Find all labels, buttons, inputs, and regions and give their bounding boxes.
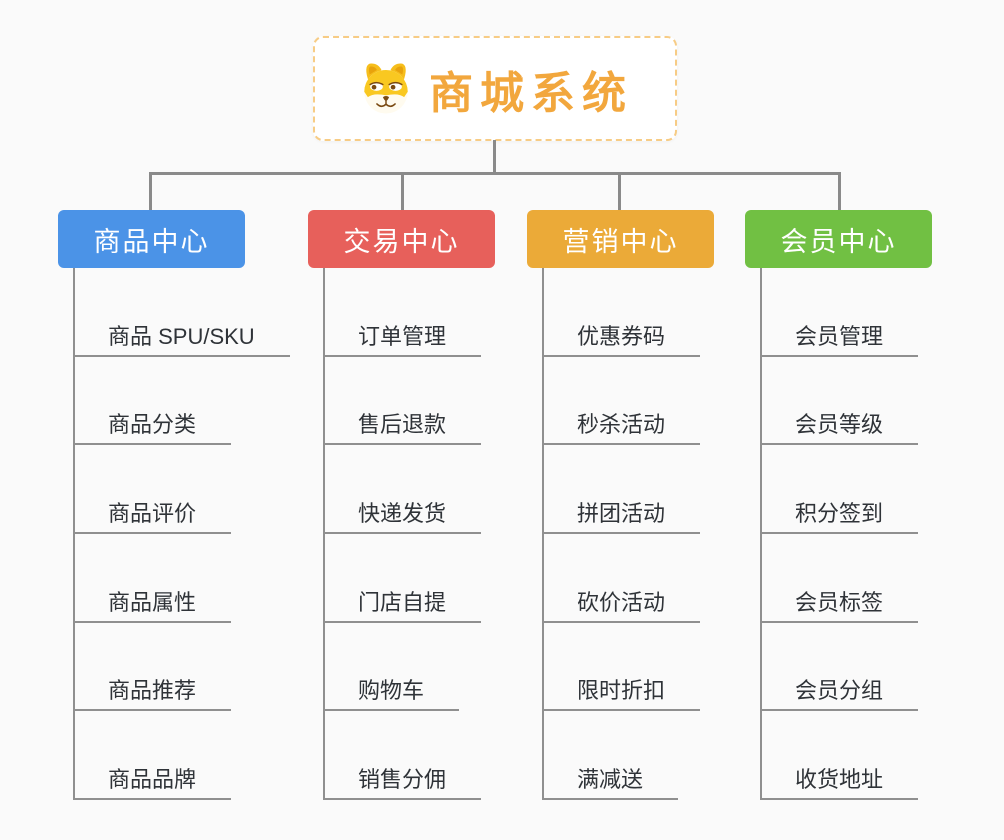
child-label: 商品品牌 [108, 766, 197, 792]
child-node[interactable]: 会员管理 [762, 268, 919, 357]
branch-node-product-center[interactable]: 商品中心 [58, 210, 245, 268]
connector-drop-3 [618, 172, 621, 210]
child-node[interactable]: 拼团活动 [544, 445, 701, 534]
child-node[interactable]: 购物车 [325, 623, 460, 712]
child-label: 商品分类 [108, 412, 197, 438]
child-node[interactable]: 商品推荐 [75, 623, 232, 712]
child-label: 限时折扣 [577, 678, 666, 704]
child-node[interactable]: 商品品牌 [75, 711, 232, 800]
branch-label: 会员中心 [780, 226, 897, 257]
child-label: 会员标签 [795, 589, 884, 615]
child-label: 优惠券码 [577, 323, 666, 349]
child-node[interactable]: 商品属性 [75, 534, 232, 623]
child-label: 订单管理 [358, 323, 447, 349]
child-node[interactable]: 订单管理 [325, 268, 482, 357]
branch-label: 商品中心 [93, 226, 210, 257]
branch-children: 订单管理售后退款快递发货门店自提购物车销售分佣 [323, 268, 482, 800]
child-label: 收货地址 [795, 766, 884, 792]
child-node[interactable]: 积分签到 [762, 445, 919, 534]
connector-drop-4 [838, 172, 841, 210]
connector-root-stem [493, 140, 496, 173]
child-node[interactable]: 满减送 [544, 711, 679, 800]
branch-children: 优惠券码秒杀活动拼团活动砍价活动限时折扣满减送 [542, 268, 701, 800]
child-label: 商品评价 [108, 500, 197, 526]
child-label: 会员等级 [795, 412, 884, 438]
child-label: 商品属性 [108, 589, 197, 615]
branch-trade-center: 交易中心订单管理售后退款快递发货门店自提购物车销售分佣 [308, 210, 508, 800]
child-node[interactable]: 销售分佣 [325, 711, 482, 800]
child-node[interactable]: 收货地址 [762, 711, 919, 800]
child-label: 积分签到 [795, 500, 884, 526]
branch-member-center: 会员中心会员管理会员等级积分签到会员标签会员分组收货地址 [745, 210, 945, 800]
child-label: 砍价活动 [577, 589, 666, 615]
dog-face-icon [364, 63, 408, 113]
child-label: 快递发货 [358, 500, 447, 526]
branch-children: 会员管理会员等级积分签到会员标签会员分组收货地址 [760, 268, 919, 800]
branch-label: 交易中心 [343, 226, 460, 257]
branch-children: 商品 SPU/SKU 商品分类商品评价商品属性商品推荐商品品牌 [73, 268, 290, 800]
child-label: 售后退款 [358, 412, 447, 438]
child-node[interactable]: 会员等级 [762, 357, 919, 446]
root-node[interactable]: 商城系统 [313, 36, 677, 141]
branch-product-center: 商品中心商品 SPU/SKU 商品分类商品评价商品属性商品推荐商品品牌 [58, 210, 290, 800]
branch-node-trade-center[interactable]: 交易中心 [308, 210, 495, 268]
child-label: 销售分佣 [358, 766, 447, 792]
child-label: 秒杀活动 [577, 412, 666, 438]
connector-horizontal [149, 172, 841, 175]
child-label: 商品推荐 [108, 678, 197, 704]
child-label: 满减送 [577, 766, 644, 792]
child-node[interactable]: 商品 SPU/SKU [75, 268, 290, 357]
child-node[interactable]: 商品分类 [75, 357, 232, 446]
branch-node-member-center[interactable]: 会员中心 [745, 210, 932, 268]
child-label: 购物车 [358, 678, 425, 704]
branch-label: 营销中心 [562, 226, 679, 257]
child-node[interactable]: 商品评价 [75, 445, 232, 534]
branch-marketing-center: 营销中心优惠券码秒杀活动拼团活动砍价活动限时折扣满减送 [527, 210, 727, 800]
branch-node-marketing-center[interactable]: 营销中心 [527, 210, 714, 268]
child-label: 门店自提 [358, 589, 447, 615]
child-node[interactable]: 会员标签 [762, 534, 919, 623]
connector-drop-2 [401, 172, 404, 210]
child-node[interactable]: 限时折扣 [544, 623, 701, 712]
child-label: 拼团活动 [577, 500, 666, 526]
child-node[interactable]: 砍价活动 [544, 534, 701, 623]
child-node[interactable]: 门店自提 [325, 534, 482, 623]
child-node[interactable]: 售后退款 [325, 357, 482, 446]
child-node[interactable]: 会员分组 [762, 623, 919, 712]
child-node[interactable]: 优惠券码 [544, 268, 701, 357]
root-title: 商城系统 [429, 68, 633, 118]
connector-drop-1 [149, 172, 152, 210]
child-node[interactable]: 快递发货 [325, 445, 482, 534]
child-label: 会员分组 [795, 678, 884, 704]
child-label: 会员管理 [795, 323, 884, 349]
child-node[interactable]: 秒杀活动 [544, 357, 701, 446]
child-label: 商品 SPU/SKU [108, 323, 255, 349]
